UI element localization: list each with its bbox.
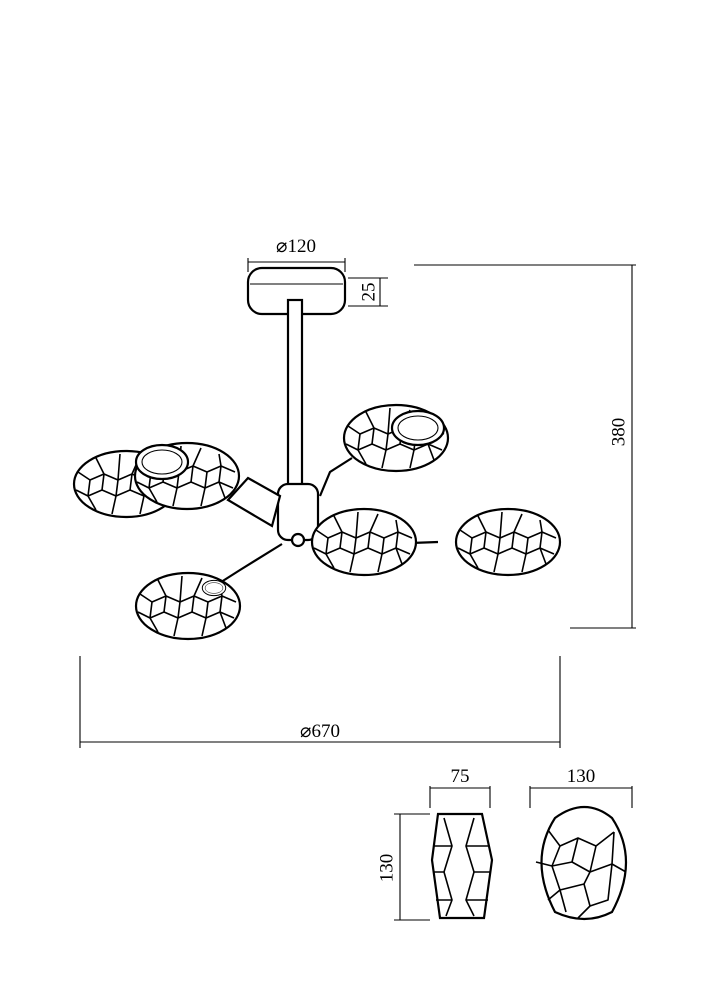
canopy-diameter-label: ⌀120 (276, 236, 316, 257)
shade-side-width-label: 75 (451, 766, 470, 787)
glass-shade (134, 571, 242, 641)
shade-front-width-label: 130 (567, 766, 596, 787)
canopy-height-label: 25 (358, 283, 379, 302)
ceiling-canopy (246, 266, 347, 316)
overall-height-label: 380 (608, 418, 629, 447)
dimension-overall-height: 380 (414, 264, 636, 629)
dimension-overall-diameter: ⌀670 (79, 656, 561, 748)
glass-shade (310, 507, 418, 577)
overall-diameter-label: ⌀670 (300, 721, 340, 742)
dimension-canopy-height: 25 (348, 277, 388, 307)
lamp-arms (217, 457, 439, 585)
glass-shade (454, 507, 562, 577)
shade-height-label: 130 (376, 854, 397, 883)
center-hub (276, 482, 320, 548)
dimension-canopy-diameter: ⌀120 (247, 236, 346, 272)
dimension-shade-height: 130 (376, 813, 430, 921)
suspension-rod (286, 298, 304, 492)
glass-shade (342, 403, 450, 473)
shade-side-view (430, 812, 494, 920)
shade-front-view (535, 806, 627, 921)
dimension-shade-side-width: 75 (429, 766, 491, 808)
dimension-shade-front-width: 130 (529, 766, 633, 808)
glass-shade (133, 441, 241, 511)
